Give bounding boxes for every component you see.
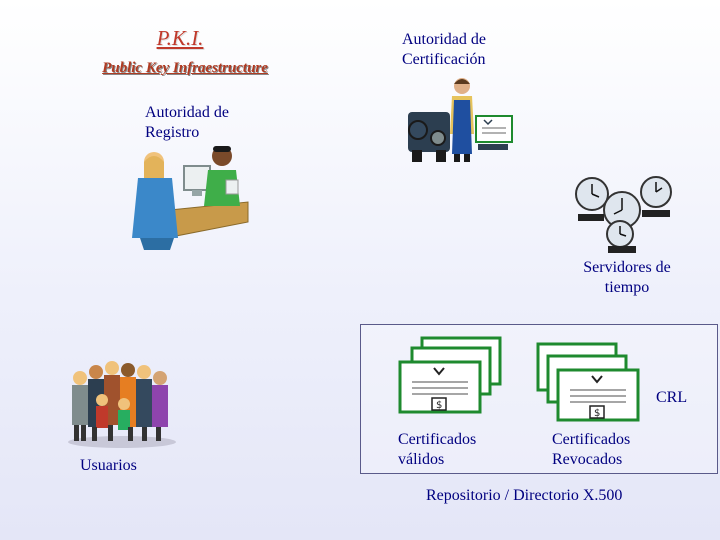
registration-desk-clipart-icon (132, 146, 249, 250)
printing-press-clipart-icon (408, 78, 513, 162)
svg-text:$: $ (594, 408, 600, 419)
valid-certificates-label: Certificados válidos (398, 431, 477, 468)
svg-text:$: $ (436, 400, 442, 411)
ra-label: Autoridad de Registro (145, 104, 229, 141)
valid-certificates-stack-icon: $ (398, 336, 502, 414)
users-label: Usuarios (80, 457, 137, 474)
user-group-clipart-icon (68, 361, 176, 448)
clocks-clipart-icon (575, 176, 672, 253)
crl-label: CRL (656, 389, 688, 406)
ca-label: Autoridad de Certificación (402, 31, 486, 68)
time-servers-label: Servidores de tiempo (583, 259, 671, 296)
page-title: P.K.I. (156, 26, 204, 50)
page-subtitle: Public Key Infraestructure (102, 60, 268, 76)
revoked-certificates-label: Certificados Revocados (552, 431, 631, 468)
repository-label: Repositorio / Directorio X.500 (426, 487, 623, 504)
revoked-certificates-stack-icon: $ (536, 342, 640, 422)
